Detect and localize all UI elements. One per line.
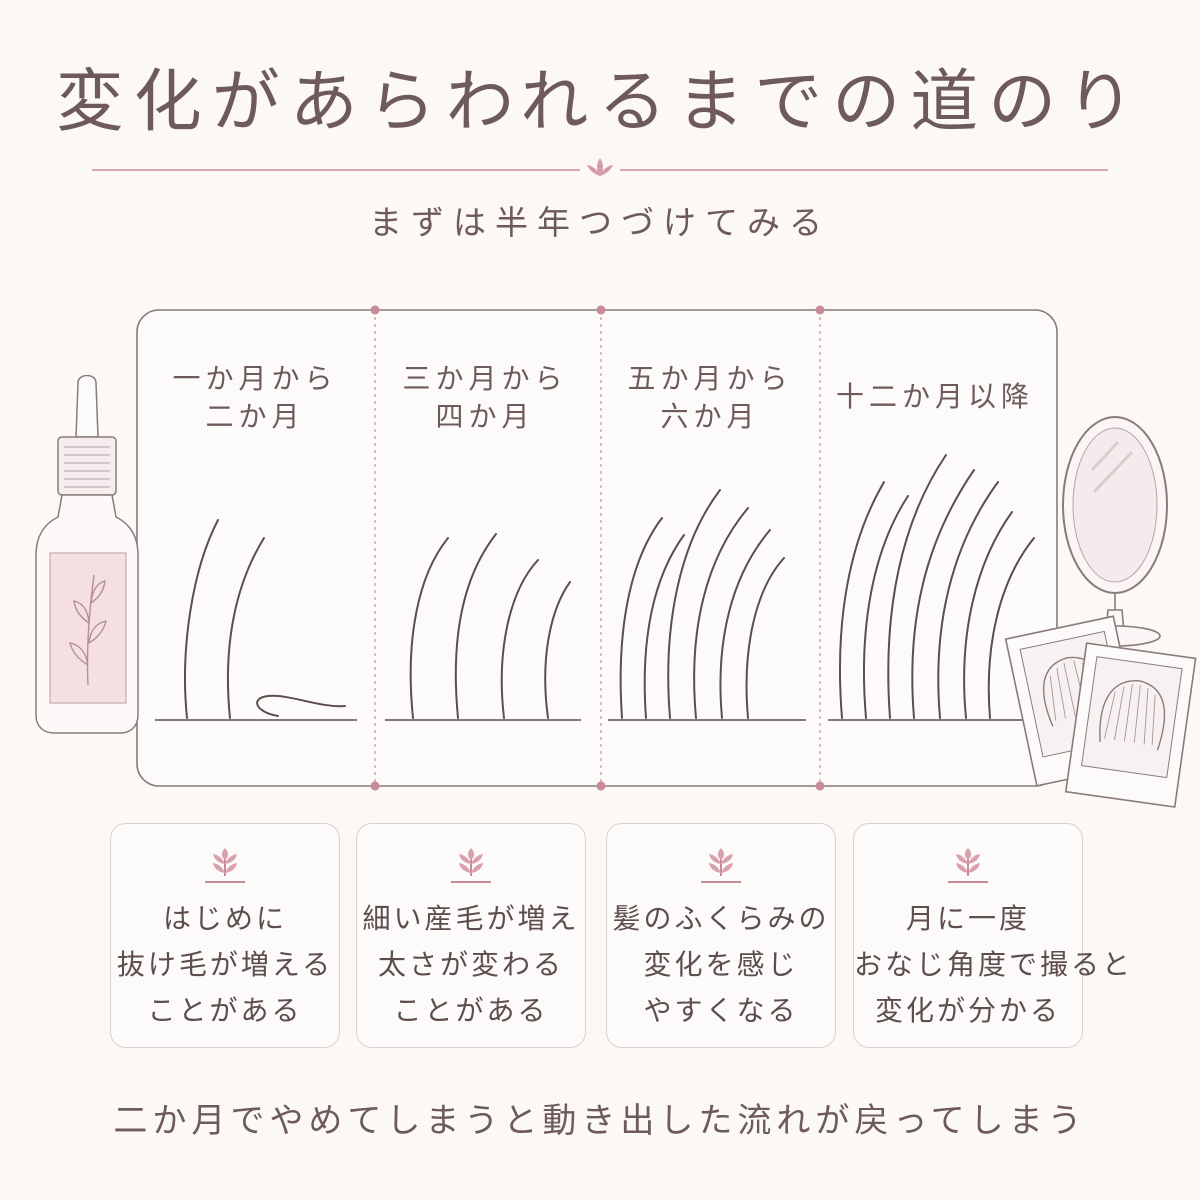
- serum-bottle-icon: [35, 375, 139, 734]
- flower-ornament-icon: [587, 158, 613, 176]
- mirror-photos-icon: [1004, 416, 1197, 808]
- sprout-icon: [701, 848, 741, 883]
- info-card-4: 月に一度 おなじ角度で撮ると 変化が分かる: [853, 823, 1130, 1048]
- info-card-2: 細い産毛が増え 太さが変わる ことがある: [356, 823, 586, 1048]
- stage-label-1: 一か月から 二か月: [172, 362, 338, 433]
- sprout-icon: [205, 848, 245, 883]
- hair-stage-1: [184, 519, 346, 719]
- stage-label-2: 三か月から 四か月: [402, 362, 568, 433]
- footer-note: 二か月でやめてしまうと動き出した流れが戻ってしまう: [113, 1101, 1087, 1141]
- stage-dividers: [374, 310, 821, 786]
- hair-stage-4: [838, 454, 1035, 719]
- sprout-icon: [451, 848, 491, 883]
- timeline-panel: [136, 305, 1058, 791]
- stage-label-4: 十二か月以降: [835, 380, 1034, 413]
- page-title: 変化があらわれるまでの道のり: [55, 63, 1145, 142]
- stage-label-3: 五か月から 六か月: [627, 362, 793, 433]
- hair-stage-3: [619, 489, 785, 719]
- timeline-dots: [370, 305, 825, 791]
- info-card-1: はじめに 抜け毛が増える ことがある: [110, 823, 340, 1048]
- sprout-icon: [948, 848, 988, 883]
- info-card-3: 髪のふくらみの 変化を感じ やすくなる: [606, 823, 836, 1048]
- hair-stage-2: [409, 533, 571, 719]
- subtitle: まずは半年つづけてみる: [369, 203, 831, 242]
- title-divider: [92, 158, 1108, 176]
